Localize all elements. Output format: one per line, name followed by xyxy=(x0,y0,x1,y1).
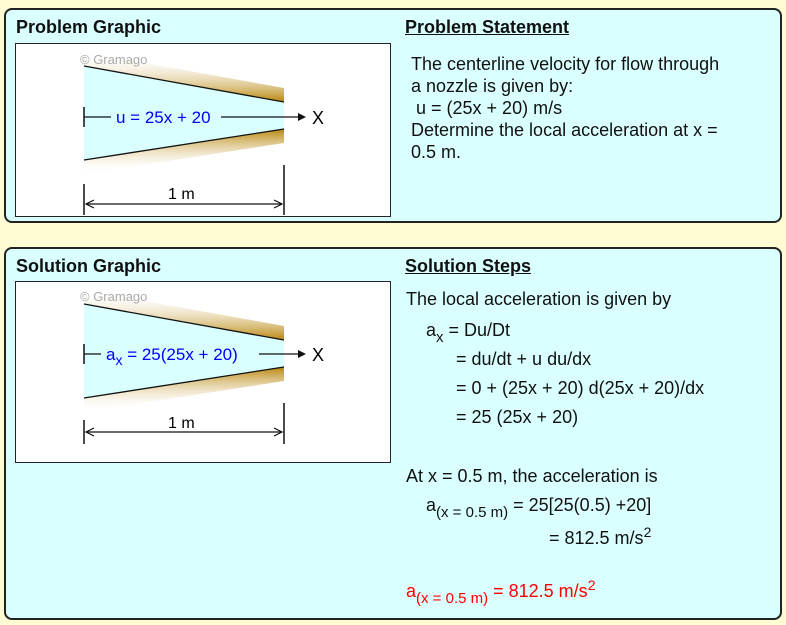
watermark: © Gramago xyxy=(80,52,147,67)
solution-panel: Solution Graphic Solution Steps © Gramag… xyxy=(4,247,782,620)
solution-steps-title: Solution Steps xyxy=(405,256,531,276)
acceleration-label: ax = 25(25x + 20) xyxy=(106,345,238,368)
statement-line: a nozzle is given by: xyxy=(411,76,574,96)
arrow-icon xyxy=(298,113,306,121)
evaluation-result: = 812.5 m/s2 xyxy=(549,524,652,548)
final-answer: a(x = 0.5 m) = 812.5 m/s2 xyxy=(406,577,596,607)
statement-line: u = (25x + 20) m/s xyxy=(411,98,563,118)
x-axis-label: X xyxy=(312,108,324,128)
solution-graphic-title: Solution Graphic xyxy=(16,256,162,276)
problem-graphic-title: Problem Graphic xyxy=(16,17,162,37)
solution-graphic: © Gramago ax = 25(25x + 20) X 1 m xyxy=(15,281,391,463)
problem-panel: Problem Graphic Problem Statement © Gram… xyxy=(4,8,782,223)
problem-statement: The centerline velocity for flow through… xyxy=(411,53,719,163)
step-3: = 25 (25x + 20) xyxy=(456,407,579,427)
length-label: 1 m xyxy=(168,415,195,432)
statement-line: The centerline velocity for flow through xyxy=(411,54,720,74)
bottom-wall xyxy=(84,367,284,412)
statement-line: 0.5 m. xyxy=(411,142,462,162)
ax-definition: ax = Du/Dt xyxy=(426,320,511,346)
problem-graphic: © Gramago u = 25x + 20 X 1 m xyxy=(15,43,391,217)
watermark: © Gramago xyxy=(80,289,147,304)
at-line: At x = 0.5 m, the acceleration is xyxy=(406,466,658,486)
bottom-wall xyxy=(84,129,284,174)
arrow-icon xyxy=(298,350,306,358)
x-axis-label: X xyxy=(312,345,324,365)
nozzle-diagram: © Gramago u = 25x + 20 X 1 m xyxy=(80,52,324,216)
intro-line: The local acceleration is given by xyxy=(406,289,672,309)
nozzle-diagram: © Gramago ax = 25(25x + 20) X 1 m xyxy=(80,289,324,444)
statement-line: Determine the local acceleration at x = xyxy=(411,120,718,140)
top-wall xyxy=(84,52,284,102)
length-label: 1 m xyxy=(168,186,195,203)
velocity-label: u = 25x + 20 xyxy=(116,108,211,127)
step-2: = 0 + (25x + 20) d(25x + 20)/dx xyxy=(456,378,705,398)
step-1: = du/dt + u du/dx xyxy=(456,349,592,369)
top-wall xyxy=(84,290,284,340)
evaluation: a(x = 0.5 m) = 25[25(0.5) +20] xyxy=(426,495,652,521)
problem-statement-title: Problem Statement xyxy=(405,17,570,37)
